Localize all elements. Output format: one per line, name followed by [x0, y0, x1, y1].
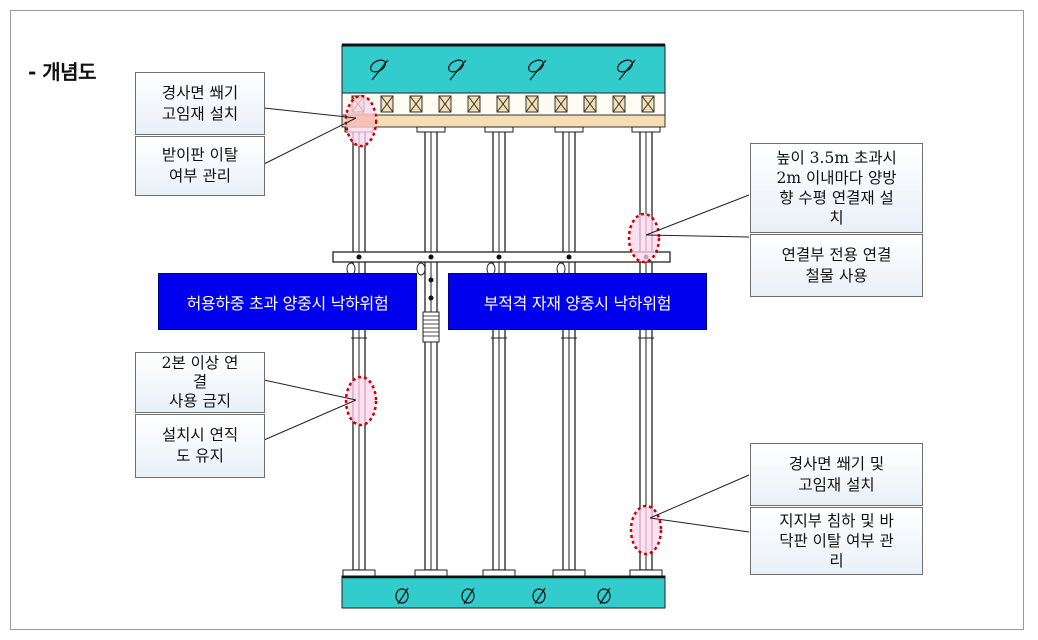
slab-rebar-marks	[370, 59, 636, 81]
note-joint-hardware: 연결부 전용 연결 철물 사용	[750, 234, 923, 297]
horizontal-brace	[332, 251, 671, 276]
top-slab	[341, 43, 666, 94]
warning-banner-overload: 허용하중 초과 양중시 낙하위험	[158, 273, 417, 330]
note-support-plate-top: 받이판 이탈 여부 관리	[135, 136, 265, 196]
note-slope-wedge-top: 경사면 쐐기 고임재 설치	[135, 72, 265, 135]
ring-brace-joint	[627, 212, 661, 264]
bottom-slab	[341, 575, 666, 609]
page-title: - 개념도	[28, 60, 96, 84]
ring-base	[629, 504, 663, 556]
post-5	[639, 129, 653, 571]
post-4	[562, 129, 576, 571]
post-3	[492, 129, 506, 571]
note-no-splice: 2본 이상 연 결 사용 금지	[135, 352, 265, 413]
post-1	[352, 129, 366, 571]
note-slope-wedge-bottom: 경사면 쐐기 및 고임재 설치	[750, 443, 923, 506]
post-2	[422, 129, 440, 571]
joist-layer	[341, 92, 666, 128]
note-ground-settlement: 지지부 침하 및 바 닥판 이탈 여부 관 리	[750, 507, 923, 575]
note-vertical-alignment: 설치시 연직 도 유지	[135, 414, 265, 478]
leader-lines	[263, 107, 750, 533]
warning-banner-unstable-material: 부적격 자재 양중시 낙하위험	[448, 273, 707, 330]
note-horizontal-brace: 높이 3.5m 초과시 2m 이내마다 양방 향 수평 연결재 설 치	[750, 143, 923, 233]
shoring-posts	[342, 126, 663, 577]
ring-splice	[344, 375, 378, 427]
